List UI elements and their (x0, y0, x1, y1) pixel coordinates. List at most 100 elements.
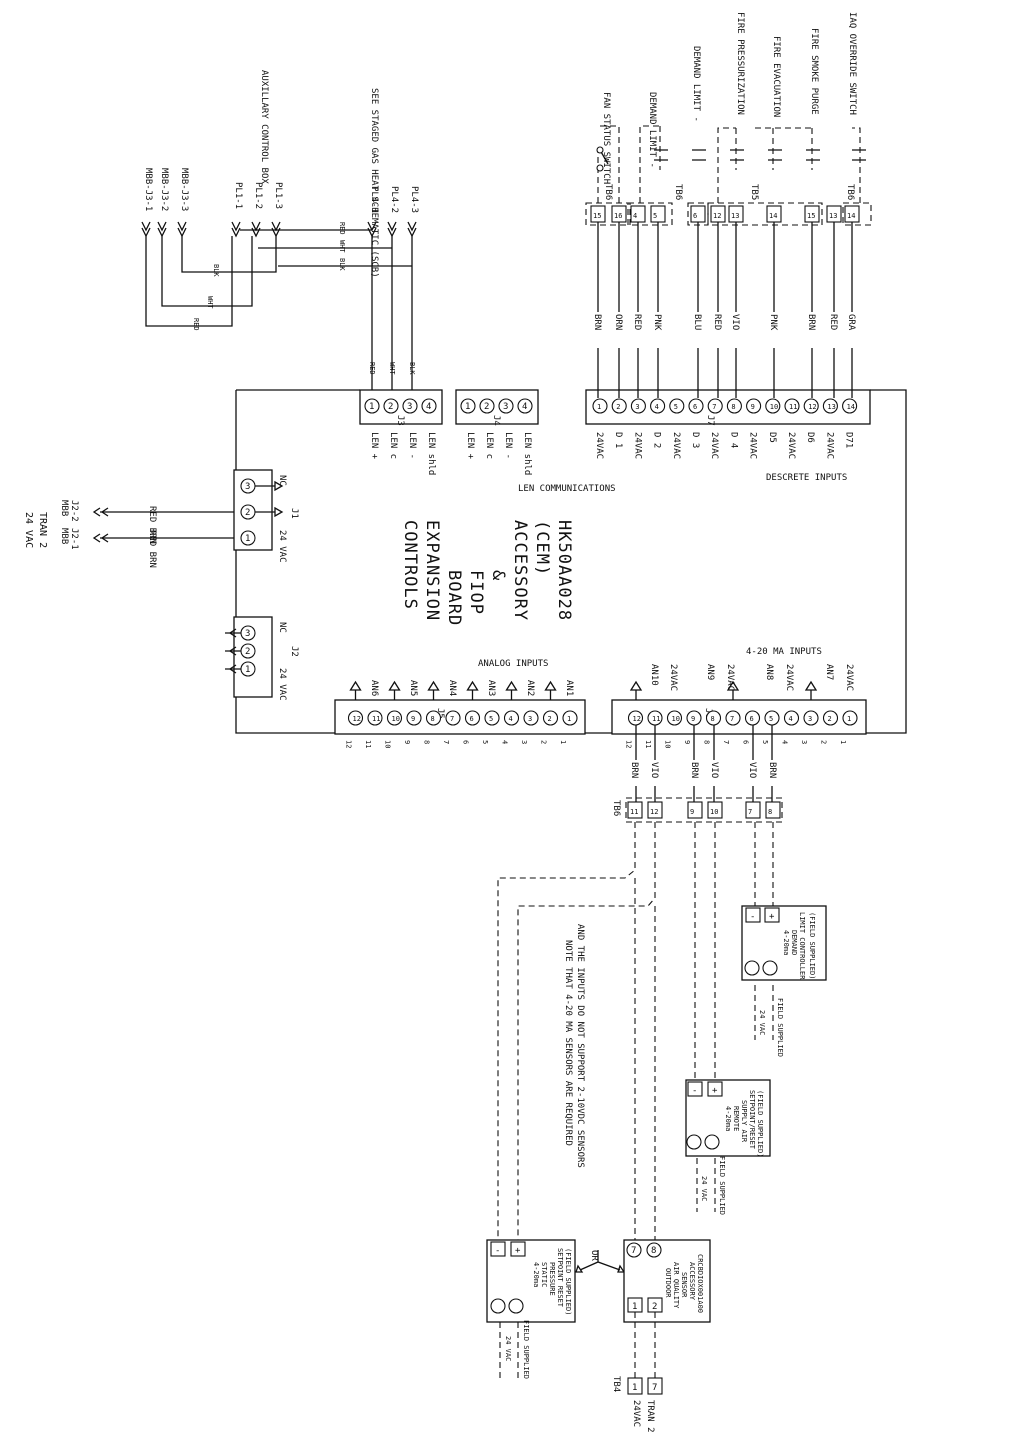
demand-field1: 24 VAC (758, 1010, 766, 1035)
j6-pin-side-num: 11 (644, 740, 652, 748)
len-minus: LEN - (407, 432, 417, 459)
power-wire-label-a: RED BRN (147, 506, 157, 544)
analog-arrow (427, 680, 440, 700)
j5-pin (386, 710, 403, 726)
remote-plus: + (712, 1086, 718, 1096)
discrete-label: D 2 (652, 432, 662, 448)
j7-pin (784, 398, 800, 414)
ma-label: AN9 (705, 664, 715, 680)
j5-pin-side-num: 5 (481, 740, 489, 744)
j7-pin (611, 398, 627, 414)
analog-label: AN2 (525, 680, 535, 696)
svg-text:1: 1 (245, 665, 250, 675)
oaq-line-5: CRCBDIOX001A00 (696, 1254, 704, 1313)
j7-pin-num: 10 (770, 403, 778, 411)
ma-wire-color: BRN (689, 762, 699, 778)
ma-wire-gap (651, 760, 659, 786)
len-wire-blk: BLK (408, 362, 416, 375)
analog-arrow (544, 680, 557, 700)
ma-wire-gap (749, 760, 757, 786)
fire-evacuation: FIRE EVACUATION (771, 36, 781, 117)
j6-pin (666, 710, 683, 726)
scb-title: SEE STAGED GAS HEAT SCHEMATIC (SCB) (369, 88, 379, 278)
iaq-override-switch: IAQ OVERRIDE SWITCH (847, 12, 857, 115)
j5-pin-side-num: 4 (501, 740, 509, 744)
j6-pin-num: 11 (652, 715, 660, 723)
j5-pin-side-num: 3 (520, 740, 528, 744)
pl1-1: PL1-1 (233, 182, 243, 209)
analog-inputs-title: ANALOG INPUTS (478, 659, 548, 669)
connector-j4: 1 2 3 4 J4 (455, 389, 539, 426)
discrete-wire-gap (770, 312, 778, 348)
mbb-j22: J2-2 (69, 500, 79, 522)
power-source-label: 24 VAC TRAN 2 MBB J2-2 MBB J2-1 (23, 500, 79, 550)
static-line-4: SETPOINT RESET (556, 1248, 564, 1308)
board-line-1: CONTROLS (400, 520, 420, 610)
j7-pin-num: 14 (847, 403, 855, 411)
oaq-pin-7: 7 (631, 1246, 636, 1256)
ma-wire-color: VIO (709, 762, 719, 778)
mbb-j3-2: MBB-J3-2 (159, 168, 169, 211)
analog-label: AN5 (408, 680, 418, 696)
j7-pin-num: 11 (789, 403, 797, 411)
j6-pin (822, 710, 839, 726)
svg-text:2: 2 (245, 508, 250, 518)
discrete-wire-gap (808, 312, 816, 348)
discrete-wire-gap (830, 312, 838, 348)
j7-pin-num: 3 (635, 403, 639, 411)
ma-wire-gap (631, 760, 639, 786)
j6-pin (803, 710, 819, 726)
svg-text:4: 4 (426, 402, 431, 412)
ma-arrow (629, 680, 643, 700)
j5-pin-num: 8 (431, 715, 435, 723)
len-labels: LEN + LEN c LEN - LEN shld LEN + LEN c L… (369, 432, 616, 494)
j5-pin (523, 710, 539, 726)
j5-pin (445, 710, 461, 726)
board-line-4: FIOP (466, 570, 486, 615)
discrete-wire-color: PNK (768, 314, 778, 331)
len-wire-red: RED (368, 362, 376, 375)
svg-text:2: 2 (388, 402, 393, 412)
ma-label: 24VAC (844, 664, 854, 691)
oaq-pin-8: 8 (651, 1246, 656, 1256)
j7-pin (669, 398, 685, 414)
remote-line-3: SUPPLY AIR (740, 1100, 748, 1143)
ma-terminal-num: 8 (768, 808, 772, 816)
discrete-terminal-num: 13 (829, 212, 837, 220)
aux-wire-red: RED (192, 318, 200, 331)
ma-arrow (804, 680, 818, 700)
analog-label: AN4 (447, 680, 457, 696)
analog-label: AN3 (486, 680, 496, 696)
j5-pin-side-num: 8 (423, 740, 431, 744)
j6-pin-num: 9 (691, 715, 695, 723)
mbb-j21: J2-1 (69, 528, 79, 550)
j5-pin-side-num: 9 (403, 740, 411, 744)
j6-pin-num: 4 (789, 715, 793, 723)
j5-pin (484, 710, 500, 726)
svg-text:3: 3 (245, 482, 250, 492)
ma-label: 24VAC (725, 664, 735, 691)
j6-pin-side-num: 8 (703, 740, 711, 744)
tb4: 1 7 TB4 24VAC TRAN 2 (611, 1376, 663, 1433)
ma-arrow (726, 680, 740, 700)
sensor-note-1: NOTE THAT 4-20 MA SENSORS ARE REQUIRED (563, 940, 573, 1146)
discrete-terminal-num: 13 (731, 212, 739, 220)
j7-pin-num: 9 (751, 403, 755, 411)
j3-label: J3 (395, 415, 405, 426)
j5-pin-num: 3 (528, 715, 532, 723)
j6-pin-num: 5 (769, 715, 773, 723)
connector-j3: 1 2 3 4 J3 RED WHT BLK (359, 362, 443, 426)
j5-pin-num: 11 (372, 715, 380, 723)
aux-control-box-title: AUXILLARY CONTROL BOX (259, 70, 269, 184)
pl1-2: PL1-2 (253, 182, 263, 209)
demand-line-1: 4-20ma (782, 930, 790, 955)
j6-pin-side-num: 2 (820, 740, 828, 744)
len-c-2: LEN c (484, 432, 494, 459)
discrete-terminal-num: 15 (593, 212, 601, 220)
analog-label: AN6 (369, 680, 379, 696)
discrete-label: D 4 (728, 432, 738, 448)
demand-limit-1: DEMAND LIMIT - (647, 92, 657, 168)
discrete-wire-color: BRN (592, 314, 602, 330)
